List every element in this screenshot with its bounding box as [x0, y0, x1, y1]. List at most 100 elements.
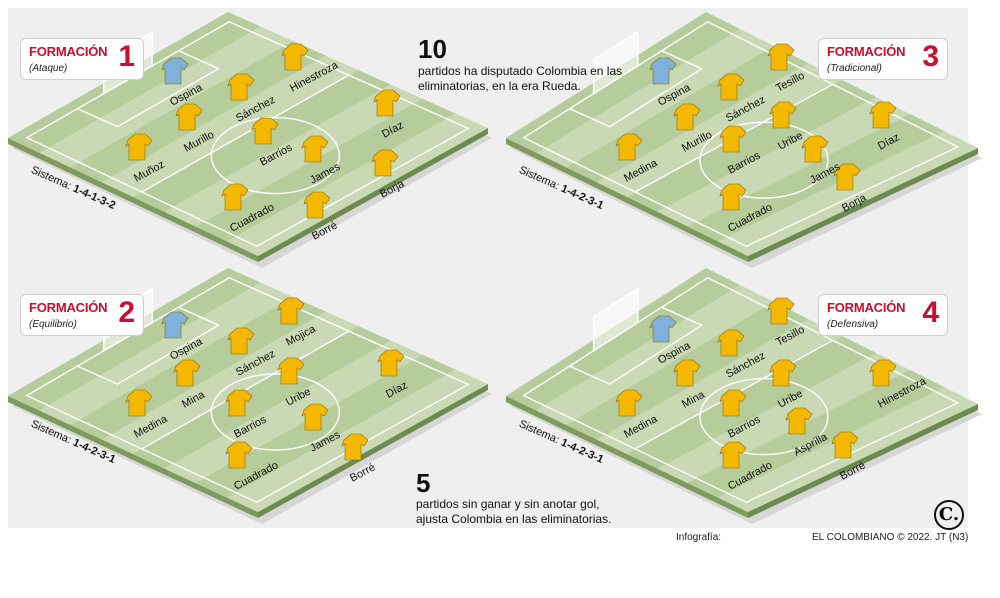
- formation-1-label: FORMACIÓN: [29, 44, 108, 59]
- jersey-icon: [225, 441, 253, 469]
- pitch-stripe: [627, 80, 876, 212]
- formation-3-label: FORMACIÓN: [827, 44, 906, 59]
- formation-3-badge: FORMACIÓN 3 (Tradicional): [818, 38, 948, 80]
- keeper-jersey-icon: [161, 57, 189, 85]
- pitch-edge-right: [748, 148, 978, 262]
- pitch-lines: [25, 276, 470, 504]
- jersey-icon: [303, 191, 331, 219]
- jersey-icon: [277, 357, 305, 385]
- penalty-box: [569, 50, 704, 128]
- jersey-icon: [281, 43, 309, 71]
- jersey-icon: [719, 389, 747, 417]
- pitch-edge-left: [506, 396, 748, 518]
- keeper-jersey-icon: [161, 311, 189, 339]
- center-circle: [699, 377, 829, 456]
- pitch-lines: [522, 276, 960, 504]
- jersey-icon: [373, 89, 401, 117]
- jersey-icon: [227, 327, 255, 355]
- pitch-stripe: [687, 114, 944, 242]
- pitch-edge-left: [506, 138, 748, 262]
- formation-2-number: 2: [118, 296, 135, 329]
- jersey-icon: [371, 149, 399, 177]
- el-colombiano-logo: C.: [934, 500, 964, 530]
- pitch-edge-right: [258, 384, 488, 518]
- pitch-stripe: [687, 370, 944, 498]
- penalty-box: [569, 306, 704, 385]
- stat-top-number: 10: [418, 34, 447, 64]
- pitch-stripe: [195, 355, 456, 498]
- jersey-icon: [801, 135, 829, 163]
- formation-4-number: 4: [922, 296, 939, 329]
- formation-2-label: FORMACIÓN: [29, 300, 108, 315]
- jersey-icon: [769, 101, 797, 129]
- jersey-icon: [769, 359, 797, 387]
- jersey-icon: [717, 73, 745, 101]
- jersey-icon: [173, 359, 201, 387]
- goal-net-icon: [592, 30, 639, 95]
- jersey-icon: [175, 103, 203, 131]
- pitch-stripe: [627, 336, 876, 469]
- pitch-stripe: [506, 268, 740, 411]
- pitch-edge-right: [748, 404, 978, 518]
- jersey-icon: [673, 103, 701, 131]
- jersey-icon: [125, 389, 153, 417]
- formation-4-subtitle: (Defensiva): [827, 319, 879, 330]
- formation-1-number: 1: [118, 40, 135, 73]
- formation-3-subtitle: (Tradicional): [827, 63, 882, 74]
- jersey-icon: [227, 73, 255, 101]
- jersey-icon: [251, 117, 279, 145]
- pitch-4: [506, 268, 982, 524]
- jersey-icon: [221, 183, 249, 211]
- jersey-icon: [301, 403, 329, 431]
- formation-3-number: 3: [922, 40, 939, 73]
- pitch-stripe: [195, 99, 456, 242]
- goal-net-icon: [592, 287, 639, 353]
- formation-2-badge: FORMACIÓN 2 (Equilibrio): [20, 294, 144, 336]
- formation-4-badge: FORMACIÓN 4 (Defensiva): [818, 294, 948, 336]
- formation-1-badge: FORMACIÓN 1 (Ataque): [20, 38, 144, 80]
- jersey-icon: [869, 101, 897, 129]
- copyright: EL COLOMBIANO © 2022. JT (N3): [812, 532, 969, 543]
- jersey-icon: [719, 441, 747, 469]
- center-circle: [210, 373, 340, 451]
- jersey-icon: [125, 133, 153, 161]
- jersey-icon: [341, 433, 369, 461]
- jersey-icon: [767, 297, 795, 325]
- pitch-edge-left: [8, 396, 258, 518]
- jersey-icon: [717, 329, 745, 357]
- jersey-icon: [767, 43, 795, 71]
- formation-1-subtitle: (Ataque): [29, 63, 68, 74]
- pitch-stripe: [506, 12, 740, 153]
- jersey-icon: [719, 125, 747, 153]
- stat-top-text: partidos ha disputado Colombia en las el…: [418, 64, 623, 93]
- jersey-icon: [615, 133, 643, 161]
- jersey-icon: [673, 359, 701, 387]
- pitch-lines: [522, 20, 960, 248]
- penalty-box: [77, 306, 221, 385]
- formation-4-label: FORMACIÓN: [827, 300, 906, 315]
- jersey-icon: [831, 431, 859, 459]
- keeper-jersey-icon: [649, 315, 677, 343]
- jersey-icon: [869, 359, 897, 387]
- jersey-icon: [225, 389, 253, 417]
- jersey-icon: [377, 349, 405, 377]
- jersey-icon: [277, 297, 305, 325]
- pitch-stripe: [133, 326, 391, 469]
- jersey-icon: [833, 163, 861, 191]
- pitch-edge-right: [258, 128, 488, 262]
- center-circle: [210, 116, 340, 195]
- pitch-stripe: [8, 268, 261, 411]
- pitch-edge-left: [8, 138, 258, 262]
- penalty-box: [77, 50, 221, 128]
- jersey-icon: [719, 183, 747, 211]
- pitch-stripe: [8, 12, 261, 153]
- jersey-icon: [615, 389, 643, 417]
- stat-bottom-number: 5: [416, 468, 431, 498]
- halfway-line: [141, 74, 350, 193]
- stat-bottom-text: partidos sin ganar y sin anotar gol, aju…: [416, 497, 612, 526]
- jersey-icon: [301, 135, 329, 163]
- keeper-jersey-icon: [649, 57, 677, 85]
- center-circle: [699, 121, 829, 199]
